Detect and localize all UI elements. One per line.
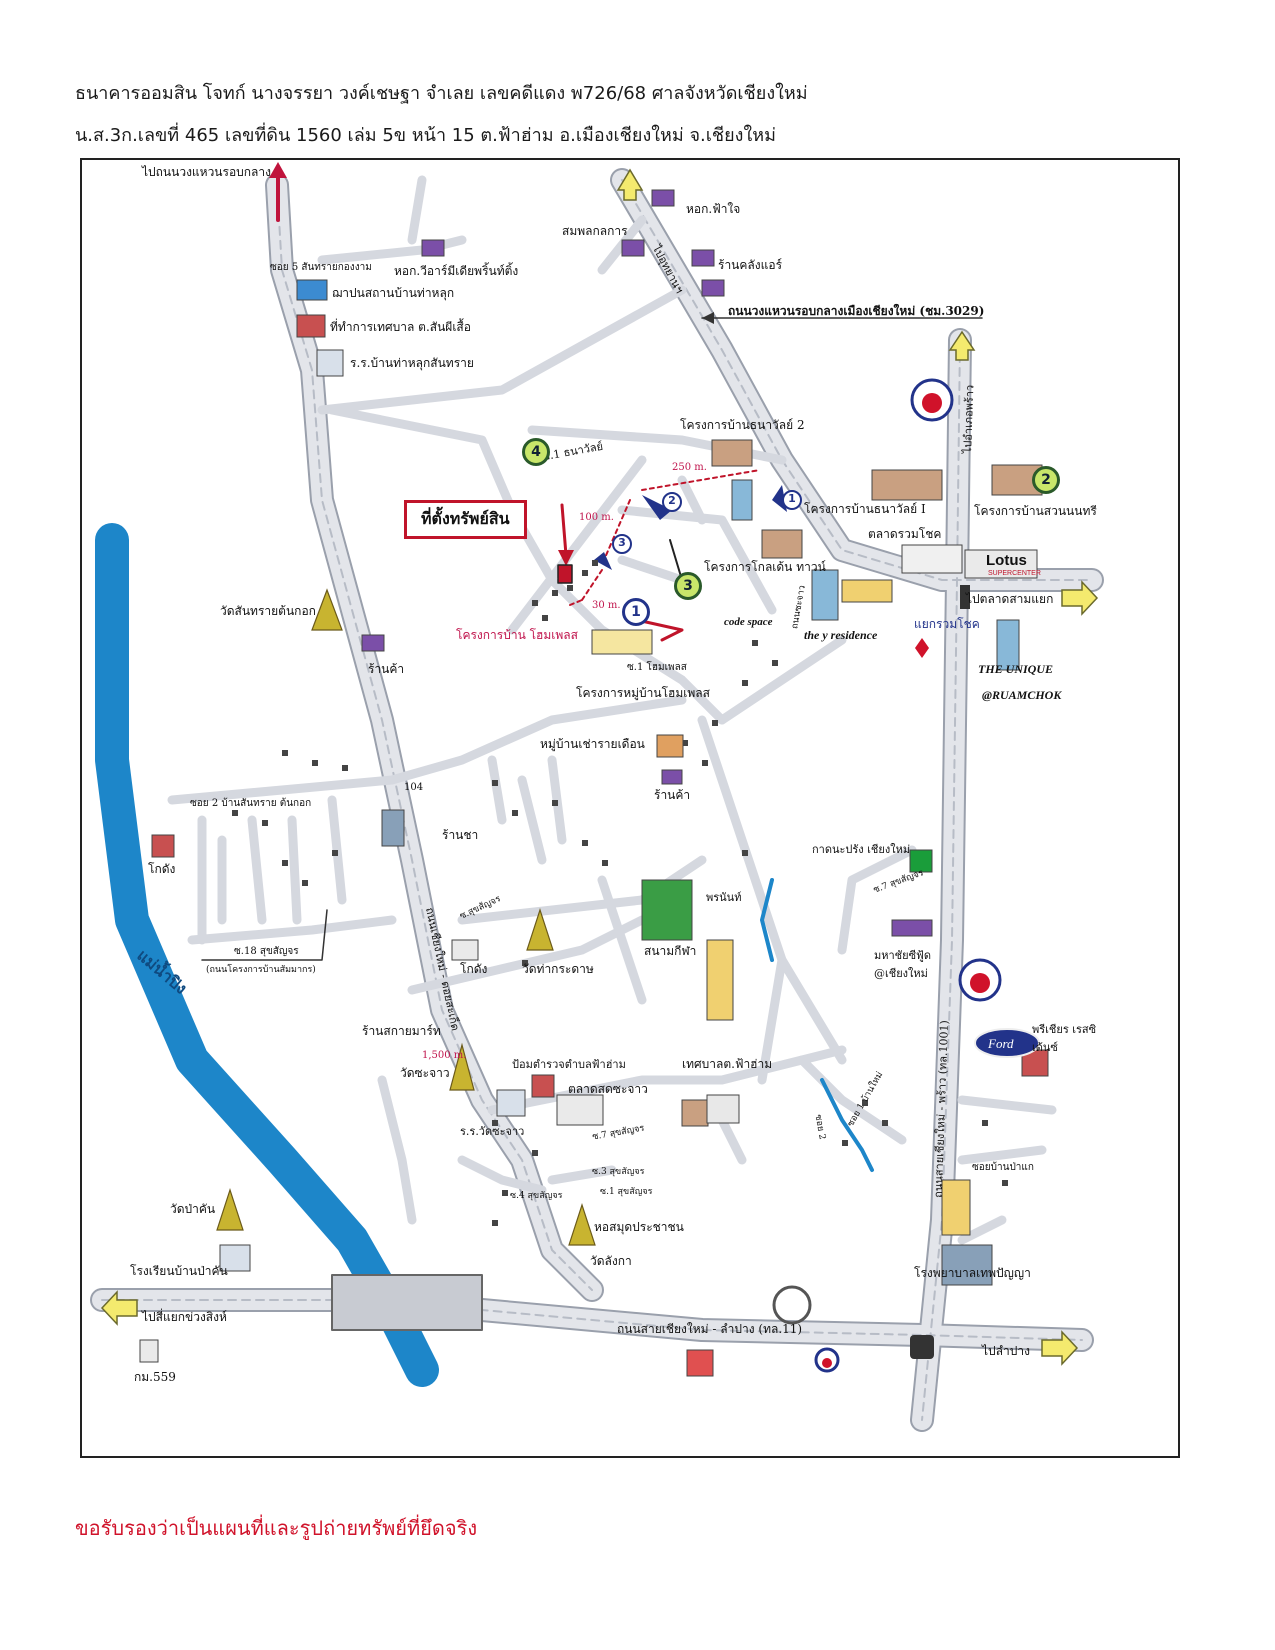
label-stadium: สนามกีฬา bbox=[644, 944, 697, 958]
marker-3: 3 bbox=[674, 572, 702, 600]
label-police: ป้อมตำรวจตำบลฟ้าฮ่าม bbox=[512, 1058, 626, 1071]
label-soi1-homeplus: ซ.1 โฮมเพลส bbox=[627, 662, 687, 673]
label-shop-thai: ร้านสกายมาร์ท bbox=[362, 1024, 441, 1038]
label-ring-road: ถนนวงแหวนรอบกลางเมืองเชียงใหม่ (ชม.3029) bbox=[728, 304, 985, 318]
label-library: หอสมุดประชาชน bbox=[594, 1220, 684, 1234]
label-dorm-wirat: หอก.วีอาร์มีเดียพริ้นท์ติ้ง bbox=[394, 264, 519, 278]
marker-2: 2 bbox=[1032, 466, 1060, 494]
location-map: ไปถนนวงแหวนรอบกลาง ซอย 5 สันทรายกองงาม ห… bbox=[80, 158, 1180, 1458]
label-to-phrao-2: ไปอำเภอพร้าว bbox=[961, 384, 977, 454]
label-lotus: Lotus bbox=[986, 552, 1027, 569]
label-dist-30: 30 m. bbox=[592, 600, 621, 611]
label-kokang-1: โกดัง bbox=[148, 862, 176, 876]
label-kad-cm: กาดนะปรัง เชียงใหม่ bbox=[812, 843, 911, 856]
property-location-label: ที่ตั้งทรัพย์สิน bbox=[404, 500, 527, 539]
label-dist-250: 250 m. bbox=[672, 462, 707, 473]
label-kokang-2: โกดัง bbox=[460, 962, 488, 976]
label-km559: กม.559 bbox=[134, 1370, 176, 1384]
label-moo-chao: หมู่บ้านเช่ารายเดือน bbox=[540, 737, 645, 751]
label-wat-thakrasan: วัดท่ากระดาษ bbox=[522, 962, 594, 976]
marker-1-blue: 1 bbox=[782, 490, 802, 510]
label-the-unique: THE UNIQUE bbox=[978, 662, 1054, 676]
label-talad-ruamchok: ตลาดรวมโชค bbox=[868, 527, 942, 541]
label-school-pakhan: โรงเรียนบ้านป่าคัน bbox=[130, 1264, 228, 1278]
label-wat-chachao: วัดซะจาว bbox=[400, 1066, 450, 1080]
label-shop2: ร้านค้า bbox=[654, 788, 691, 802]
label-wat-santonkok: วัดสันทรายต้นกอก bbox=[220, 604, 316, 618]
label-ruamchok-junction: แยกรวมโชค bbox=[914, 617, 980, 631]
marker-3-blue: 3 bbox=[612, 534, 632, 554]
label-soi18-sub: (ถนนโครงการบ้านสัมมากร) bbox=[206, 965, 316, 975]
label-soi1: ซ.1 สุขสัญจร bbox=[600, 1187, 653, 1197]
label-school-tha-luk: ร.ร.บ้านท่าหลุกสันทราย bbox=[350, 356, 474, 370]
marker-4: 4 bbox=[522, 438, 550, 466]
header-line-1: ธนาคารออมสิน โจทก์ นางจรรยา วงค์เชษฐา จำ… bbox=[75, 83, 808, 104]
label-soi3: ซ.3 สุขสัญจร bbox=[592, 1167, 645, 1177]
label-proj-homeplus: โครงการบ้าน โฮมเพลส bbox=[456, 628, 578, 642]
label-hospital: โรงพยาบาลเทพปัญญา bbox=[914, 1266, 1031, 1280]
label-to-nongsing: ไปสี่แยกข่วงสิงห์ bbox=[142, 1310, 227, 1324]
label-tessaban-sanphisuea: ที่ทำการเทศบาล ต.สันผีเสื้อ bbox=[330, 320, 471, 334]
label-shop-cha: ร้านชา bbox=[442, 828, 479, 842]
label-code-space: code space bbox=[724, 616, 773, 628]
label-proj-village-homeplus: โครงการหมู่บ้านโฮมเพลส bbox=[576, 686, 710, 700]
label-prachan: พรนันท์ bbox=[706, 891, 742, 904]
label-proj-golden: โครงการโกลเด้น ทาวน์ bbox=[704, 560, 826, 574]
label-proj-thanawan2: โครงการบ้านธนาวัลย์ 2 bbox=[680, 418, 805, 432]
label-soi5: ซอย 5 สันทรายกองงาม bbox=[270, 262, 372, 273]
label-proj-thanawan1: โครงการบ้านธนาวัลย์ I bbox=[804, 502, 926, 516]
label-ford: Ford bbox=[988, 1036, 1014, 1051]
marker-2-blue: 2 bbox=[662, 492, 682, 512]
label-sompol: สมพลกลการ bbox=[562, 224, 628, 238]
label-talad-chachao: ตลาดสดซะจาว bbox=[568, 1082, 648, 1096]
label-soi4: ซ.4 สุขสัญจร bbox=[510, 1191, 563, 1201]
label-to-market: ไปตลาดสามแยก bbox=[966, 592, 1054, 606]
map-roads bbox=[90, 162, 1104, 1432]
label-soi2-santonkok: ซอย 2 บ้านสันทราย ต้นกอก bbox=[190, 798, 312, 809]
label-shop1: ร้านค้า bbox=[368, 662, 405, 676]
label-wat-pakhan: วัดป่าคัน bbox=[170, 1202, 216, 1216]
label-school-chachao: ร.ร.วัดซะจาว bbox=[460, 1125, 525, 1138]
marker-1-homeplus: 1 bbox=[622, 598, 650, 626]
label-soi18: ซ.18 สุขสัญจร bbox=[234, 946, 299, 957]
label-prison: พรีเชียร เรสซิเด้นซ์ bbox=[1032, 1023, 1097, 1054]
label-shop-kang: ร้านคลังแอร์ bbox=[718, 258, 783, 272]
label-road-lampang: ถนนสายเชียงใหม่ - ลำปาง (ทล.11) bbox=[617, 1322, 803, 1336]
label-tessaban-faham: เทศบาลต.ฟ้าฮ่าม bbox=[682, 1057, 773, 1071]
label-lotus-sub: SUPERCENTER bbox=[988, 570, 1041, 577]
label-dist-1500: 1,500 m. bbox=[422, 1050, 467, 1061]
header-line-2: น.ส.3ก.เลขที่ 465 เลขที่ดิน 1560 เล่ม 5ข… bbox=[75, 125, 776, 146]
label-the-unique-2: @RUAMCHOK bbox=[982, 688, 1062, 702]
label-dorm-fajai: หอก.ฟ้าใจ bbox=[686, 202, 741, 216]
label-mahachai: มหาชัยซีฟู้ด @เชียงใหม่ bbox=[874, 949, 931, 980]
label-104: 104 bbox=[404, 782, 424, 793]
label-proj-suan: โครงการบ้านสวนนนทรี bbox=[974, 504, 1097, 518]
label-dist-100: 100 m. bbox=[579, 512, 614, 523]
label-y-residence: the y residence bbox=[804, 628, 878, 642]
label-soi-banpan: ซอยบ้านป่าแก bbox=[972, 1162, 1034, 1173]
label-tha-luk: ฌาปนสถานบ้านท่าหลุก bbox=[332, 286, 455, 300]
label-wat-langka: วัดลังกา bbox=[590, 1254, 632, 1268]
certification-note: ขอรับรองว่าเป็นแผนที่และรูปถ่ายทรัพย์ที่… bbox=[75, 1516, 478, 1540]
label-to-ring: ไปถนนวงแหวนรอบกลาง bbox=[142, 165, 271, 179]
label-to-lampang: ไปลำปาง bbox=[982, 1344, 1030, 1358]
